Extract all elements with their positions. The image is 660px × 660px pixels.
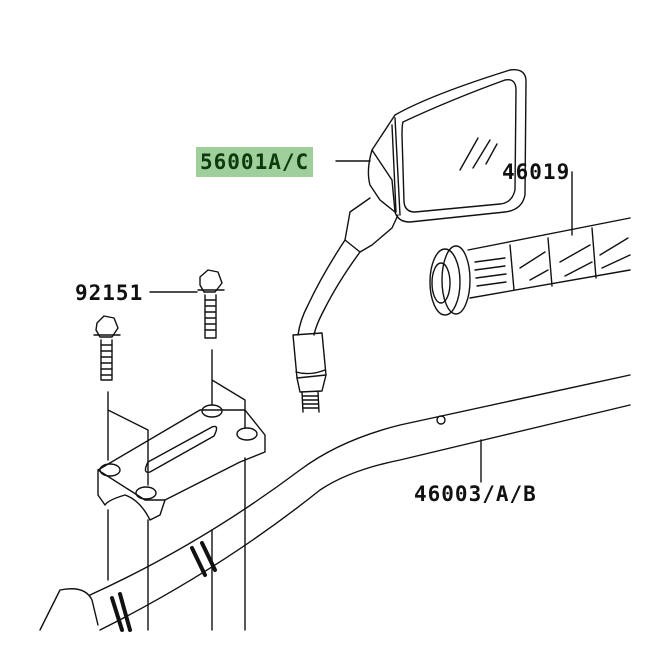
alignment-lines [107,160,482,631]
bolt-icon [93,269,225,381]
handlebar-icon [39,374,631,632]
part-label-grip[interactable]: 46019 [502,160,571,184]
part-label-mirror[interactable]: 56001A/C [196,147,314,177]
part-label-bolt[interactable]: 92151 [75,281,144,305]
clamp-icon [97,404,266,521]
part-label-handlebar[interactable]: 46003/A/B [414,482,537,506]
grip-icon [429,171,631,316]
mirror-icon [367,69,527,223]
mirror-stem-icon [292,197,399,413]
